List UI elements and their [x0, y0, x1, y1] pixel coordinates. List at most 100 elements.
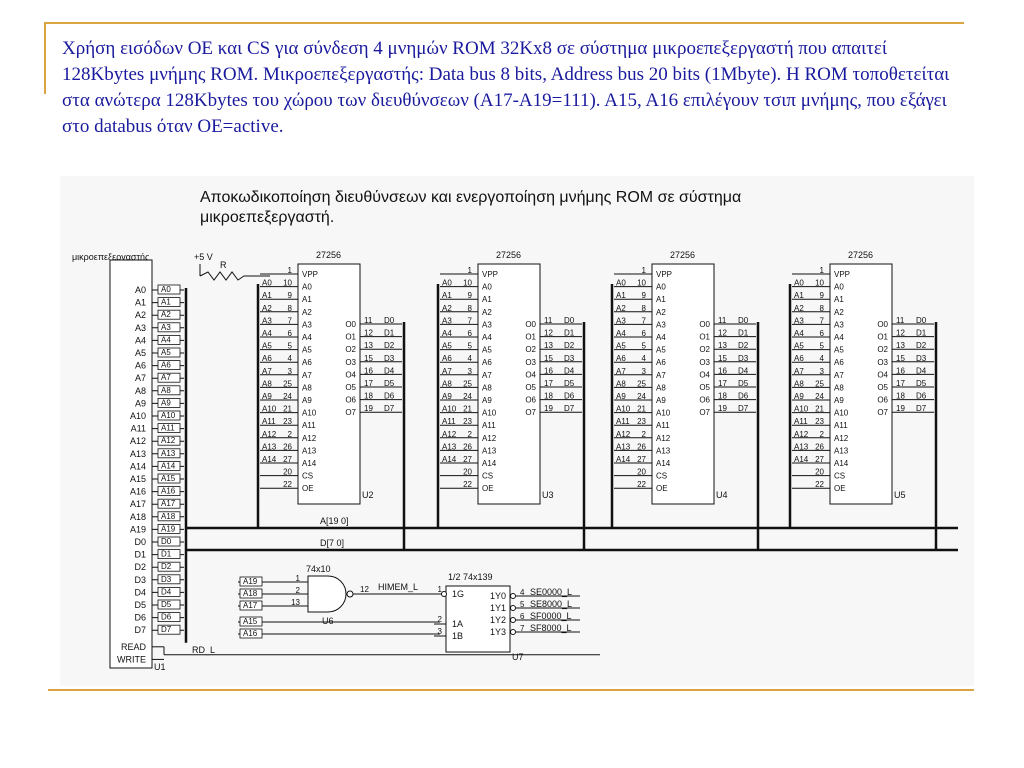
rom-u2-out-o1: O1 — [345, 333, 356, 342]
rom-u3-pinnum-16: 20 — [463, 468, 472, 477]
cpu-bus-flag-a15: A15 — [161, 474, 176, 483]
cpu-box — [109, 259, 153, 669]
rom-u3-pin-a2: A2 — [482, 308, 492, 317]
rom-u5-pin-a10: A10 — [834, 409, 849, 418]
cpu-pin-write: WRITE — [117, 654, 146, 664]
cpu-pin-a9: A9 — [135, 398, 146, 408]
cpu-bus-flag-d2-box — [157, 561, 181, 572]
rom-u3-pinnum-10: 24 — [463, 392, 472, 401]
cpu-bus-flag-a16-box — [157, 486, 181, 497]
rom-u4-outdata-d6: D6 — [738, 392, 749, 401]
rom-u2-out-o4: O4 — [345, 370, 356, 379]
rom-u4-outnum-0: 11 — [718, 316, 727, 325]
rom-u3-out-o4: O4 — [525, 370, 536, 379]
nand-input-num-0: 1 — [296, 574, 301, 583]
rom-u4-pin-a8: A8 — [656, 383, 666, 392]
rom-u4-pinnum-4: 7 — [642, 316, 647, 325]
rom-u5-pin-a1: A1 — [834, 295, 844, 304]
rom-u3-outdata-d0: D0 — [564, 316, 575, 325]
rom-u2-box — [297, 263, 361, 505]
rom-u4-outdata-d7: D7 — [738, 404, 749, 413]
rom-u2-outnum-6: 18 — [364, 392, 373, 401]
rom-u3-outnum-1: 12 — [544, 329, 553, 338]
rom-u3-pinnum-11: 21 — [463, 405, 472, 414]
rom-u2-pin-a13: A13 — [302, 446, 317, 455]
rom-u5-outdata-d5: D5 — [916, 379, 927, 388]
nand-output-num: 12 — [360, 585, 369, 594]
rom-u2-pinnum-13: 2 — [288, 430, 293, 439]
rom-u5-outdata-d7: D7 — [916, 404, 927, 413]
cpu-bus-flag-a7-box — [157, 372, 181, 383]
rom-u3-outnum-0: 11 — [544, 316, 553, 325]
rom-u2-pin-a7: A7 — [302, 371, 312, 380]
cpu-bus-flag-d4: D4 — [161, 587, 172, 596]
cpu-bus-flag-a12: A12 — [161, 436, 176, 445]
rom-u5-wirelabel-a7: A7 — [794, 367, 804, 376]
circuit-diagram: Αποκωδικοποίηση διευθύνσεων και ενεργοπο… — [60, 176, 974, 686]
rom-u5-wirelabel-a4: A4 — [794, 329, 804, 338]
rom-u3-pin-a8: A8 — [482, 383, 492, 392]
rom-u3-wirelabel-a12: A12 — [442, 430, 457, 439]
rom-u5-pin-a0: A0 — [834, 283, 844, 292]
nand-input-flag-a18-box — [239, 588, 263, 599]
cpu-pin-a4: A4 — [135, 335, 146, 345]
cpu-pin-a7: A7 — [135, 373, 146, 383]
rom-u5-wirelabel-a5: A5 — [794, 342, 804, 351]
rom-u2-pin-a10: A10 — [302, 409, 317, 418]
rom-u4-pinnum-12: 23 — [637, 417, 646, 426]
rom-u3-pinnum-9: 25 — [463, 379, 472, 388]
rom-u3-wirelabel-a10: A10 — [442, 405, 457, 414]
rom-u2-pin-oe: OE — [302, 484, 314, 493]
rom-u5-outnum-0: 11 — [896, 316, 905, 325]
rom-u5-pinnum-8: 3 — [820, 367, 825, 376]
rom-u3-pin-cs: CS — [482, 472, 493, 481]
rom-u3-wirelabel-a6: A6 — [442, 354, 452, 363]
decoder-output-1y0: 1Y0 — [490, 591, 506, 601]
rom-u4-outdata-d2: D2 — [738, 341, 749, 350]
rom-u4-pinnum-8: 3 — [642, 367, 647, 376]
cpu-pin-a8: A8 — [135, 386, 146, 396]
rom-u3-wirelabel-a0: A0 — [442, 279, 452, 288]
cpu-bus-flag-a13: A13 — [161, 449, 176, 458]
circuit-figure: Αποκωδικοποίηση διευθύνσεων και ενεργοπο… — [60, 176, 974, 686]
rom-u3-wirelabel-a14: A14 — [442, 455, 457, 464]
rom-u2-out-o6: O6 — [345, 396, 356, 405]
rom-u3-name: U3 — [542, 490, 554, 500]
cpu-pin-a19: A19 — [130, 524, 146, 534]
cpu-bus-flag-a8-box — [157, 385, 181, 396]
rom-u5-pinnum-12: 23 — [815, 417, 824, 426]
rom-u5-wirelabel-a9: A9 — [794, 392, 804, 401]
cpu-pin-a2: A2 — [135, 310, 146, 320]
nand-input-flag-a18: A18 — [243, 589, 258, 598]
rom-u2-wirelabel-a3: A3 — [262, 316, 272, 325]
rom-u3-pinnum-7: 4 — [468, 354, 473, 363]
rom-u4-pin-a10: A10 — [656, 409, 671, 418]
rom-u3-pinnum-0: 1 — [468, 266, 473, 275]
cpu-bus-flag-a7: A7 — [161, 373, 171, 382]
rom-u3-pinnum-13: 2 — [468, 430, 473, 439]
cpu-bus-flag-a10: A10 — [161, 411, 176, 420]
rom-u4-pin-a0: A0 — [656, 283, 666, 292]
rom-u2-pinnum-7: 4 — [288, 354, 293, 363]
cpu-bus-flag-d1: D1 — [161, 550, 172, 559]
rom-u3-pin-a4: A4 — [482, 333, 492, 342]
rom-u4-pinnum-11: 21 — [637, 405, 646, 414]
rom-u5-outdata-d1: D1 — [916, 329, 927, 338]
rom-u3-part: 27256 — [496, 250, 521, 260]
data-bus-label: D[7 0] — [320, 538, 344, 548]
rom-u2-pinnum-1: 10 — [283, 279, 292, 288]
cpu-pin-a5: A5 — [135, 348, 146, 358]
cpu-pin-d0: D0 — [134, 537, 146, 547]
decoder-input-num-1: 2 — [438, 615, 443, 624]
rom-u2-pinnum-16: 20 — [283, 468, 292, 477]
rom-u4-outnum-2: 13 — [718, 341, 727, 350]
rom-u5-pin-a2: A2 — [834, 308, 844, 317]
rom-u2-wirelabel-a8: A8 — [262, 379, 272, 388]
rom-u5-outnum-6: 18 — [896, 392, 905, 401]
rom-u2-outnum-0: 11 — [364, 316, 373, 325]
rom-u3-outdata-d1: D1 — [564, 329, 575, 338]
cpu-pin-a11: A11 — [131, 424, 146, 434]
rom-u5-outnum-3: 15 — [896, 354, 905, 363]
nand-gate — [307, 575, 347, 613]
rom-u4-pinnum-14: 26 — [637, 442, 646, 451]
